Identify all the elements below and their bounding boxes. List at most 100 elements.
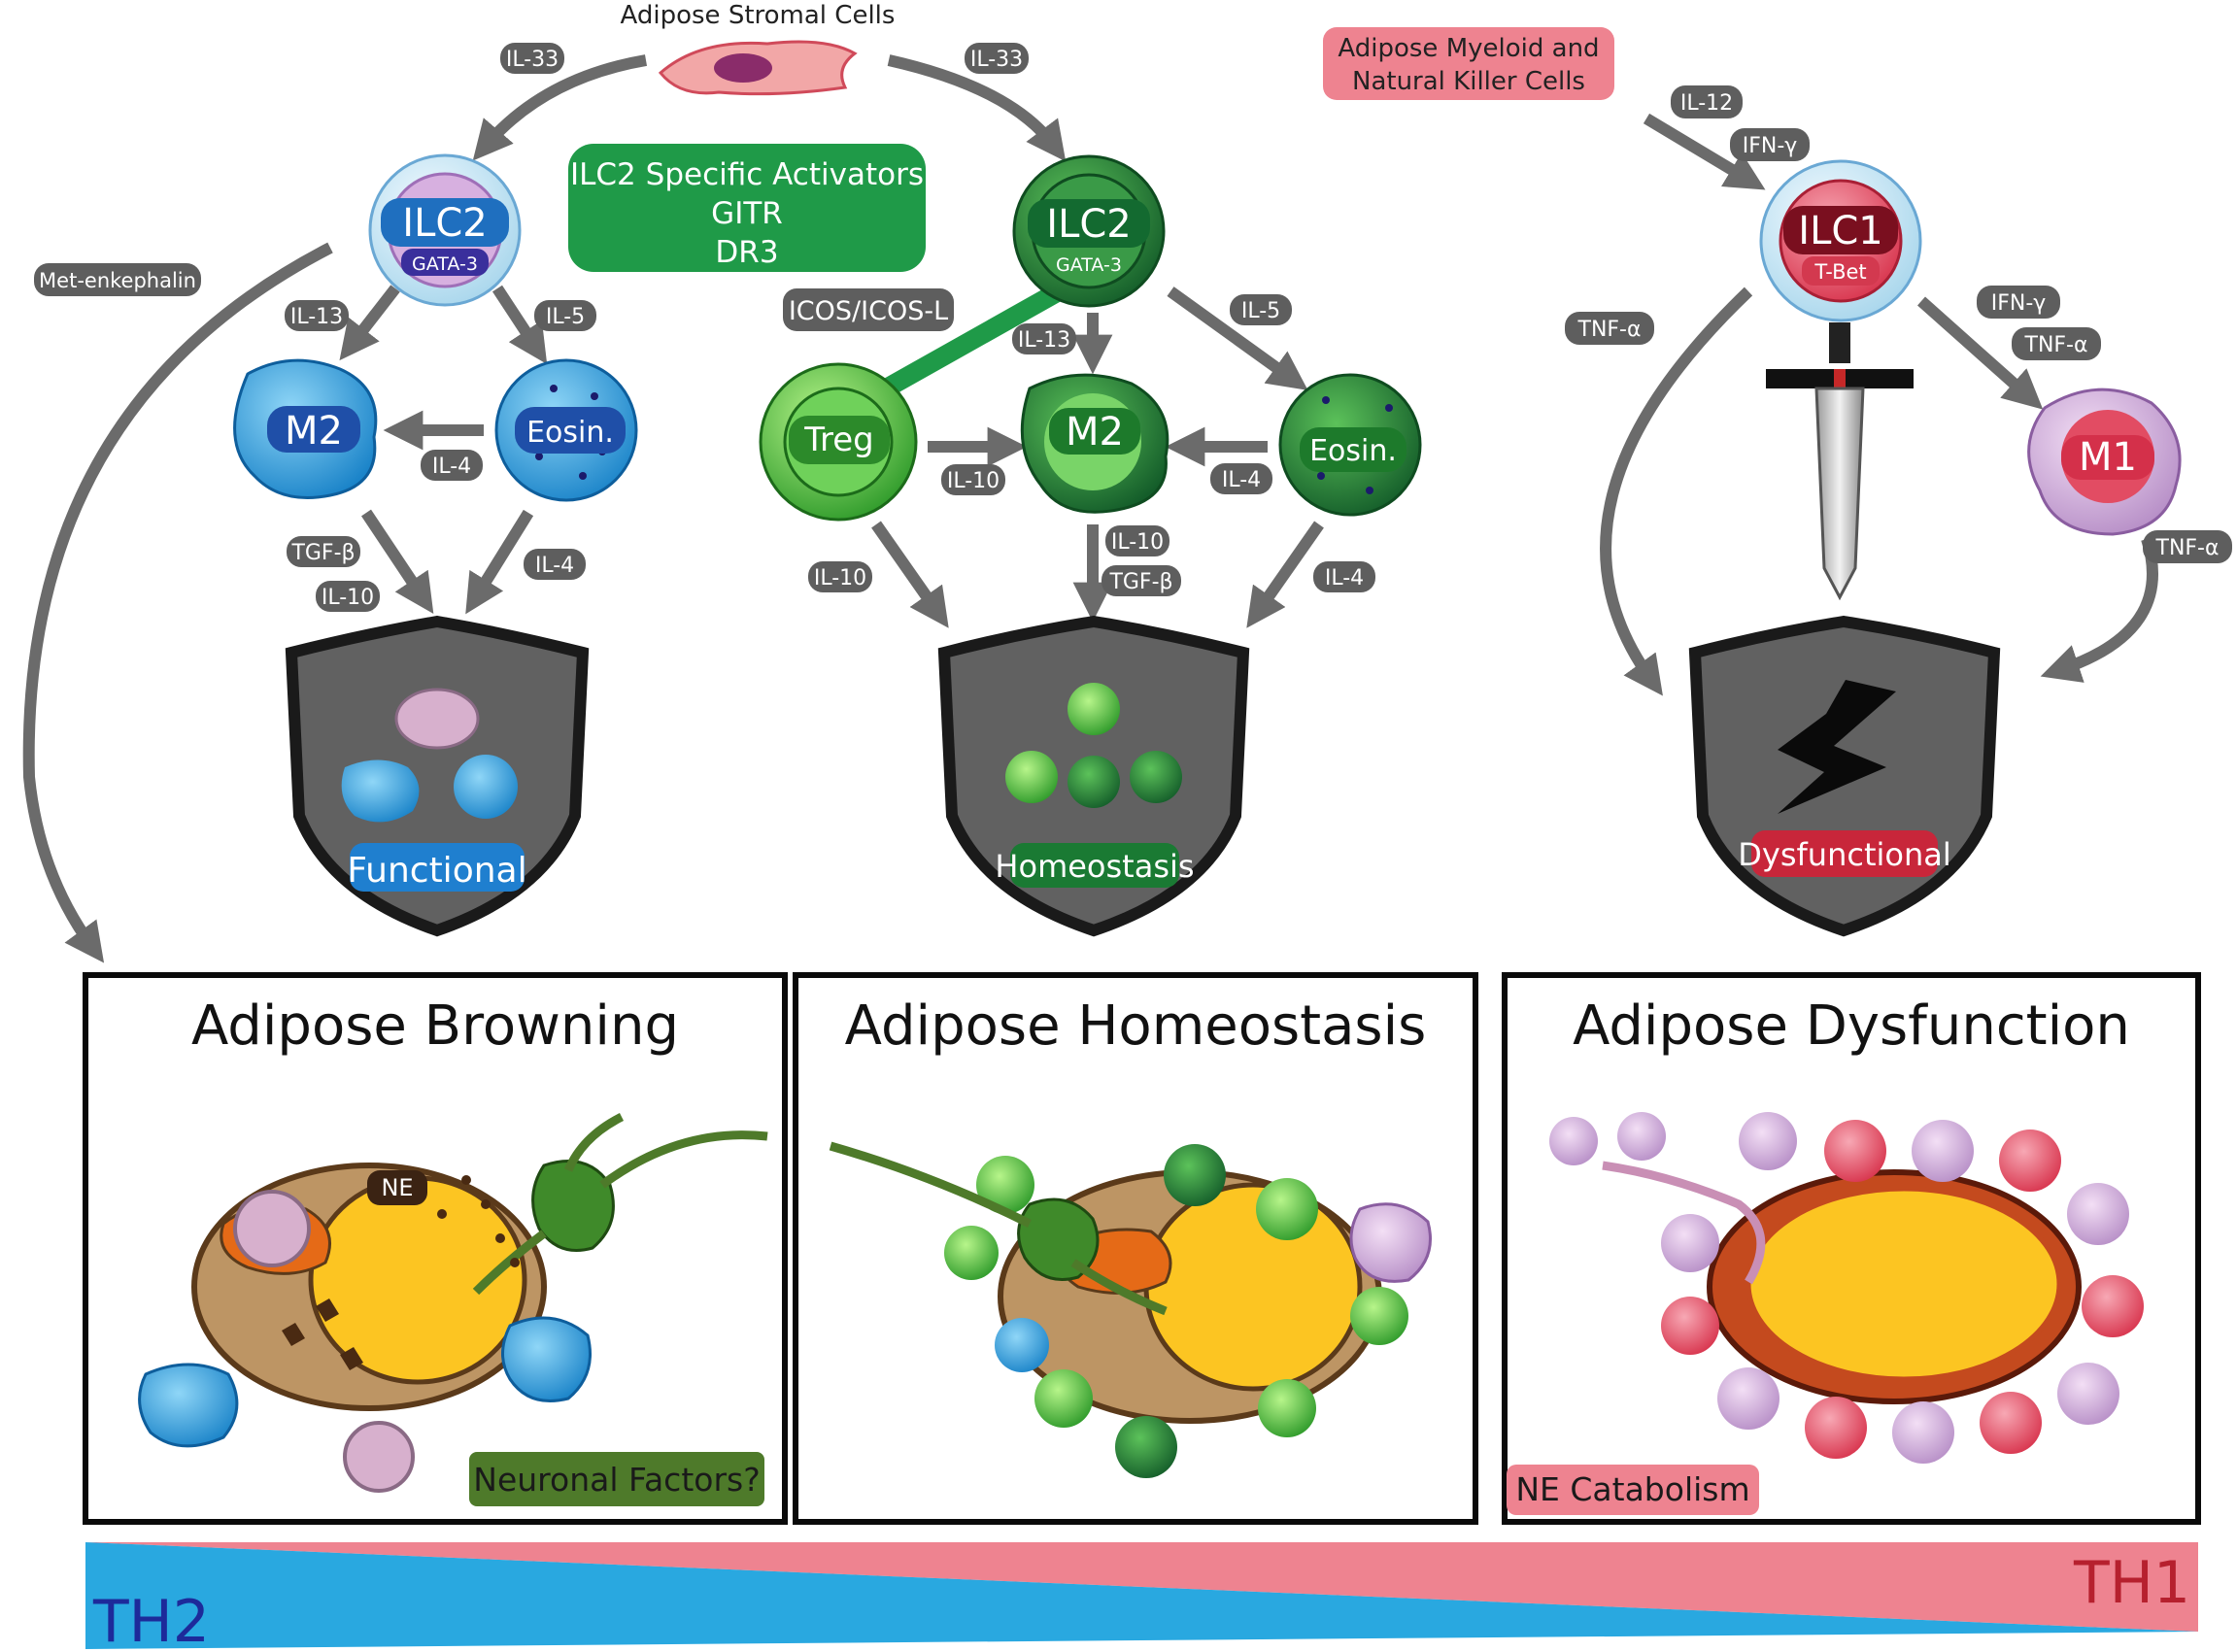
ilc1-label: ILC1	[1798, 209, 1882, 253]
panel-browning-title: Adipose Browning	[191, 995, 679, 1058]
cytokine-il4-b: IL-4	[1222, 468, 1261, 492]
cytokine-pill: IL-4	[524, 549, 586, 580]
stromal-cell	[658, 40, 858, 96]
shield-homeostasis: Homeostasis	[937, 615, 1250, 937]
cytokine-pill: TGF-β	[1102, 565, 1181, 596]
cytokine-tnfa-mid: TNF-α	[2024, 333, 2088, 357]
eosinophil-cell-left: Eosin.	[494, 358, 638, 502]
cytokine-pill: IL-4	[1313, 561, 1375, 592]
tbet-label: T-Bet	[1813, 260, 1866, 284]
shield-functional-label: Functional	[347, 851, 526, 891]
cytokine-pill: IL-10	[316, 581, 380, 612]
m2-cell-left: M2	[233, 358, 378, 499]
gata3-mid-label: GATA-3	[1056, 254, 1122, 276]
cytokine-pill: IL-5	[1230, 294, 1292, 325]
pathway-arrows	[22, 54, 2158, 963]
cytokine-il4-a: IL-4	[432, 455, 471, 479]
cytokine-pill: IL-13	[285, 300, 349, 331]
cytokine-pill: IL-10	[808, 561, 872, 592]
myeloid-nk-line2: Natural Killer Cells	[1352, 67, 1585, 96]
activators-line2: GITR	[711, 196, 783, 231]
cytokine-tnfa-left: TNF-α	[1577, 318, 1642, 342]
cytokine-il10-b2: IL-10	[814, 566, 866, 590]
cytokine-pill: TNF-α	[2012, 327, 2101, 360]
shield-homeostasis-label: Homeostasis	[995, 848, 1194, 885]
myeloid-nk-badge: Adipose Myeloid and Natural Killer Cells	[1323, 27, 1614, 100]
m2-left-label: M2	[285, 409, 343, 454]
ilc2-cell-left: ILC2 GATA-3	[368, 153, 522, 307]
icos-text: ICOS/ICOS-L	[789, 296, 948, 326]
cytokine-il13-b: IL-13	[1018, 328, 1070, 353]
eosinophil-cell-mid: Eosin.	[1278, 373, 1422, 517]
cytokine-il5-b: IL-5	[1241, 299, 1280, 323]
cytokine-il10-b: IL-10	[947, 469, 1000, 493]
met-enkephalin-text: Met-enkephalin	[39, 269, 196, 292]
cytokine-pill: IL-4	[1210, 463, 1272, 494]
cytokine-il33-right: IL-33	[970, 48, 1023, 72]
eosin-left-label: Eosin.	[526, 416, 614, 450]
icos-label: ICOS/ICOS-L	[783, 288, 954, 331]
cytokine-pill: IL-12	[1671, 85, 1743, 118]
stromal-cells-label: Adipose Stromal Cells	[621, 1, 896, 30]
ne-label: NE	[381, 1174, 413, 1201]
cytokine-labels: IL-33 IL-33 IL-12 IFN-γ TNF-α IFN-γ TNF-…	[285, 43, 2232, 612]
cytokine-pill: IL-10	[1105, 525, 1169, 556]
th2-label: TH2	[92, 1588, 210, 1652]
ilc2-left-label: ILC2	[402, 201, 487, 246]
m1-label: M1	[2079, 435, 2137, 480]
treg-cell: Treg	[759, 362, 918, 522]
cytokine-pill: IL-33	[500, 43, 564, 74]
met-enkephalin-label: Met-enkephalin	[34, 263, 201, 296]
activators-line3: DR3	[715, 235, 778, 270]
cytokine-pill: TGF-β	[287, 536, 360, 567]
cytokine-pill: IL-5	[534, 300, 596, 331]
panel-adipose-dysfunction: Adipose Dysfunction NE Catabolism	[1502, 972, 2201, 1525]
cytokine-il13-a: IL-13	[290, 305, 343, 329]
myeloid-nk-line1: Adipose Myeloid and	[1338, 34, 1599, 63]
cytokine-pill: TNF-α	[1565, 312, 1654, 345]
panel-adipose-homeostasis: Adipose Homeostasis	[793, 972, 1478, 1525]
m2-mid-label: M2	[1066, 410, 1124, 455]
shield-functional: Functional	[285, 615, 590, 937]
cytokine-ifng-top: IFN-γ	[1743, 134, 1798, 158]
ilc2-mid-label: ILC2	[1046, 202, 1131, 247]
ilc1-cell: ILC1 T-Bet	[1759, 159, 1922, 322]
shield-dysfunctional: Dysfunctional	[1688, 615, 2001, 937]
sword-icon	[1766, 322, 1914, 601]
cytokine-il10-a: IL-10	[322, 586, 374, 610]
cytokine-il12: IL-12	[1680, 91, 1733, 116]
cytokine-tnfa-right: TNF-α	[2155, 536, 2220, 560]
ilc2-activators-box: ILC2 Specific Activators GITR DR3	[568, 144, 926, 272]
gata3-left-label: GATA-3	[412, 253, 478, 275]
cytokine-il4-a2: IL-4	[535, 554, 574, 578]
th1-label: TH1	[2073, 1549, 2190, 1617]
cytokine-il33-left: IL-33	[506, 48, 559, 72]
cytokine-pill: IFN-γ	[1977, 286, 2060, 319]
cytokine-il10-b3: IL-10	[1111, 530, 1164, 555]
th2-th1-gradient-bar: TH2 TH1	[85, 1542, 2198, 1652]
m2-cell-mid: M2	[1020, 373, 1169, 514]
cytokine-pill: IL-10	[941, 464, 1005, 495]
treg-label: Treg	[803, 421, 874, 459]
panel-adipose-browning: Adipose Browning NE Neuronal Factors?	[83, 972, 788, 1525]
m1-cell: M1	[2027, 388, 2182, 536]
cytokine-pill: IL-4	[421, 450, 483, 481]
cytokine-pill: IL-33	[965, 43, 1029, 74]
ne-catabolism-label: NE Catabolism	[1515, 1470, 1749, 1508]
cytokine-pill: TNF-α	[2143, 530, 2232, 563]
cytokine-tgfb-a: TGF-β	[290, 541, 355, 565]
cytokine-tgfb-b: TGF-β	[1108, 570, 1172, 594]
ilc2-cell-mid: ILC2 GATA-3	[1012, 154, 1166, 308]
cytokine-pill: IFN-γ	[1730, 128, 1810, 161]
panel-dysfunction-title: Adipose Dysfunction	[1573, 995, 2130, 1058]
cytokine-il4-b2: IL-4	[1325, 566, 1364, 590]
neuronal-factors-label: Neuronal Factors?	[473, 1461, 760, 1499]
panel-homeostasis-title: Adipose Homeostasis	[845, 995, 1427, 1058]
cytokine-ifng-right: IFN-γ	[1991, 291, 2047, 316]
eosin-mid-label: Eosin.	[1309, 434, 1397, 468]
cytokine-pill: IL-13	[1012, 323, 1076, 354]
shield-dysfunctional-label: Dysfunctional	[1738, 836, 1950, 873]
activators-line1: ILC2 Specific Activators	[570, 157, 924, 192]
cytokine-il5-a: IL-5	[546, 305, 585, 329]
